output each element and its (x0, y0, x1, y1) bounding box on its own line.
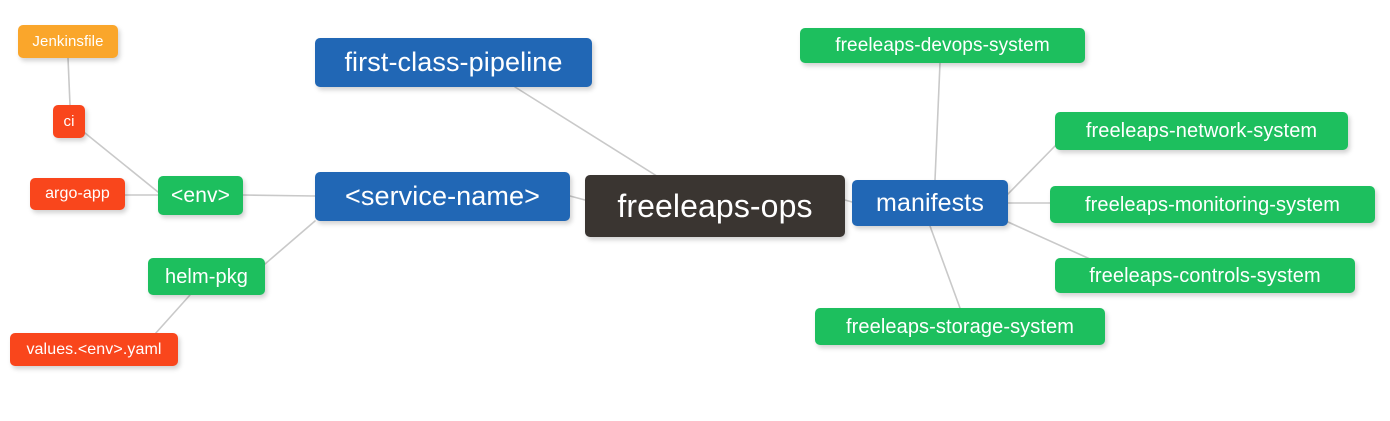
mindmap-node-controls[interactable]: freeleaps-controls-system (1055, 258, 1355, 293)
node-label: freeleaps-ops (617, 188, 813, 224)
mindmap-node-manifests[interactable]: manifests (852, 180, 1008, 226)
node-label: first-class-pipeline (344, 47, 563, 77)
edge-service-name-to-helm-pkg (264, 220, 316, 265)
node-label: freeleaps-controls-system (1089, 264, 1321, 287)
node-label: manifests (876, 188, 984, 217)
mindmap-node-values-yaml[interactable]: values.<env>.yaml (10, 333, 178, 366)
mindmap-node-env[interactable]: <env> (158, 176, 243, 215)
mindmap-node-jenkinsfile[interactable]: Jenkinsfile (18, 25, 118, 58)
mindmap-node-devops[interactable]: freeleaps-devops-system (800, 28, 1085, 63)
node-label: <service-name> (345, 181, 540, 211)
mindmap-node-network[interactable]: freeleaps-network-system (1055, 112, 1348, 150)
node-label: freeleaps-storage-system (845, 315, 1075, 338)
node-label: <env> (171, 184, 230, 207)
edge-service-name-to-ops (569, 195, 586, 201)
node-label: values.<env>.yaml (26, 340, 162, 358)
edge-ops-to-manifests (844, 199, 853, 203)
node-label: argo-app (45, 185, 110, 202)
node-label: freeleaps-devops-system (835, 35, 1050, 56)
node-label: ci (63, 113, 75, 130)
node-label: freeleaps-monitoring-system (1084, 193, 1340, 216)
mindmap-node-monitoring[interactable]: freeleaps-monitoring-system (1050, 186, 1375, 223)
node-label: freeleaps-network-system (1085, 120, 1318, 142)
edge-manifests-to-controls (1007, 221, 1091, 260)
mindmap-node-ci[interactable]: ci (53, 105, 85, 138)
edge-helm-pkg-to-values-yaml (154, 294, 191, 335)
edge-manifests-to-network (1007, 145, 1056, 195)
edge-pipeline-to-ops (514, 86, 661, 179)
edge-manifests-to-devops (934, 62, 941, 181)
mindmap-node-service-name[interactable]: <service-name> (315, 172, 570, 221)
mindmap-node-helm-pkg[interactable]: helm-pkg (148, 258, 265, 295)
edge-jenkinsfile-to-ci (67, 57, 71, 106)
node-label: helm-pkg (164, 265, 249, 288)
mindmap-node-pipeline[interactable]: first-class-pipeline (315, 38, 592, 87)
mindmap-node-argo-app[interactable]: argo-app (30, 178, 125, 210)
mindmap-node-freeleaps-ops[interactable]: freeleaps-ops (585, 175, 845, 237)
node-label: Jenkinsfile (32, 33, 104, 50)
edge-manifests-to-storage (929, 225, 961, 309)
mindmap-node-storage[interactable]: freeleaps-storage-system (815, 308, 1105, 345)
edge-env-to-service-name (242, 194, 316, 197)
